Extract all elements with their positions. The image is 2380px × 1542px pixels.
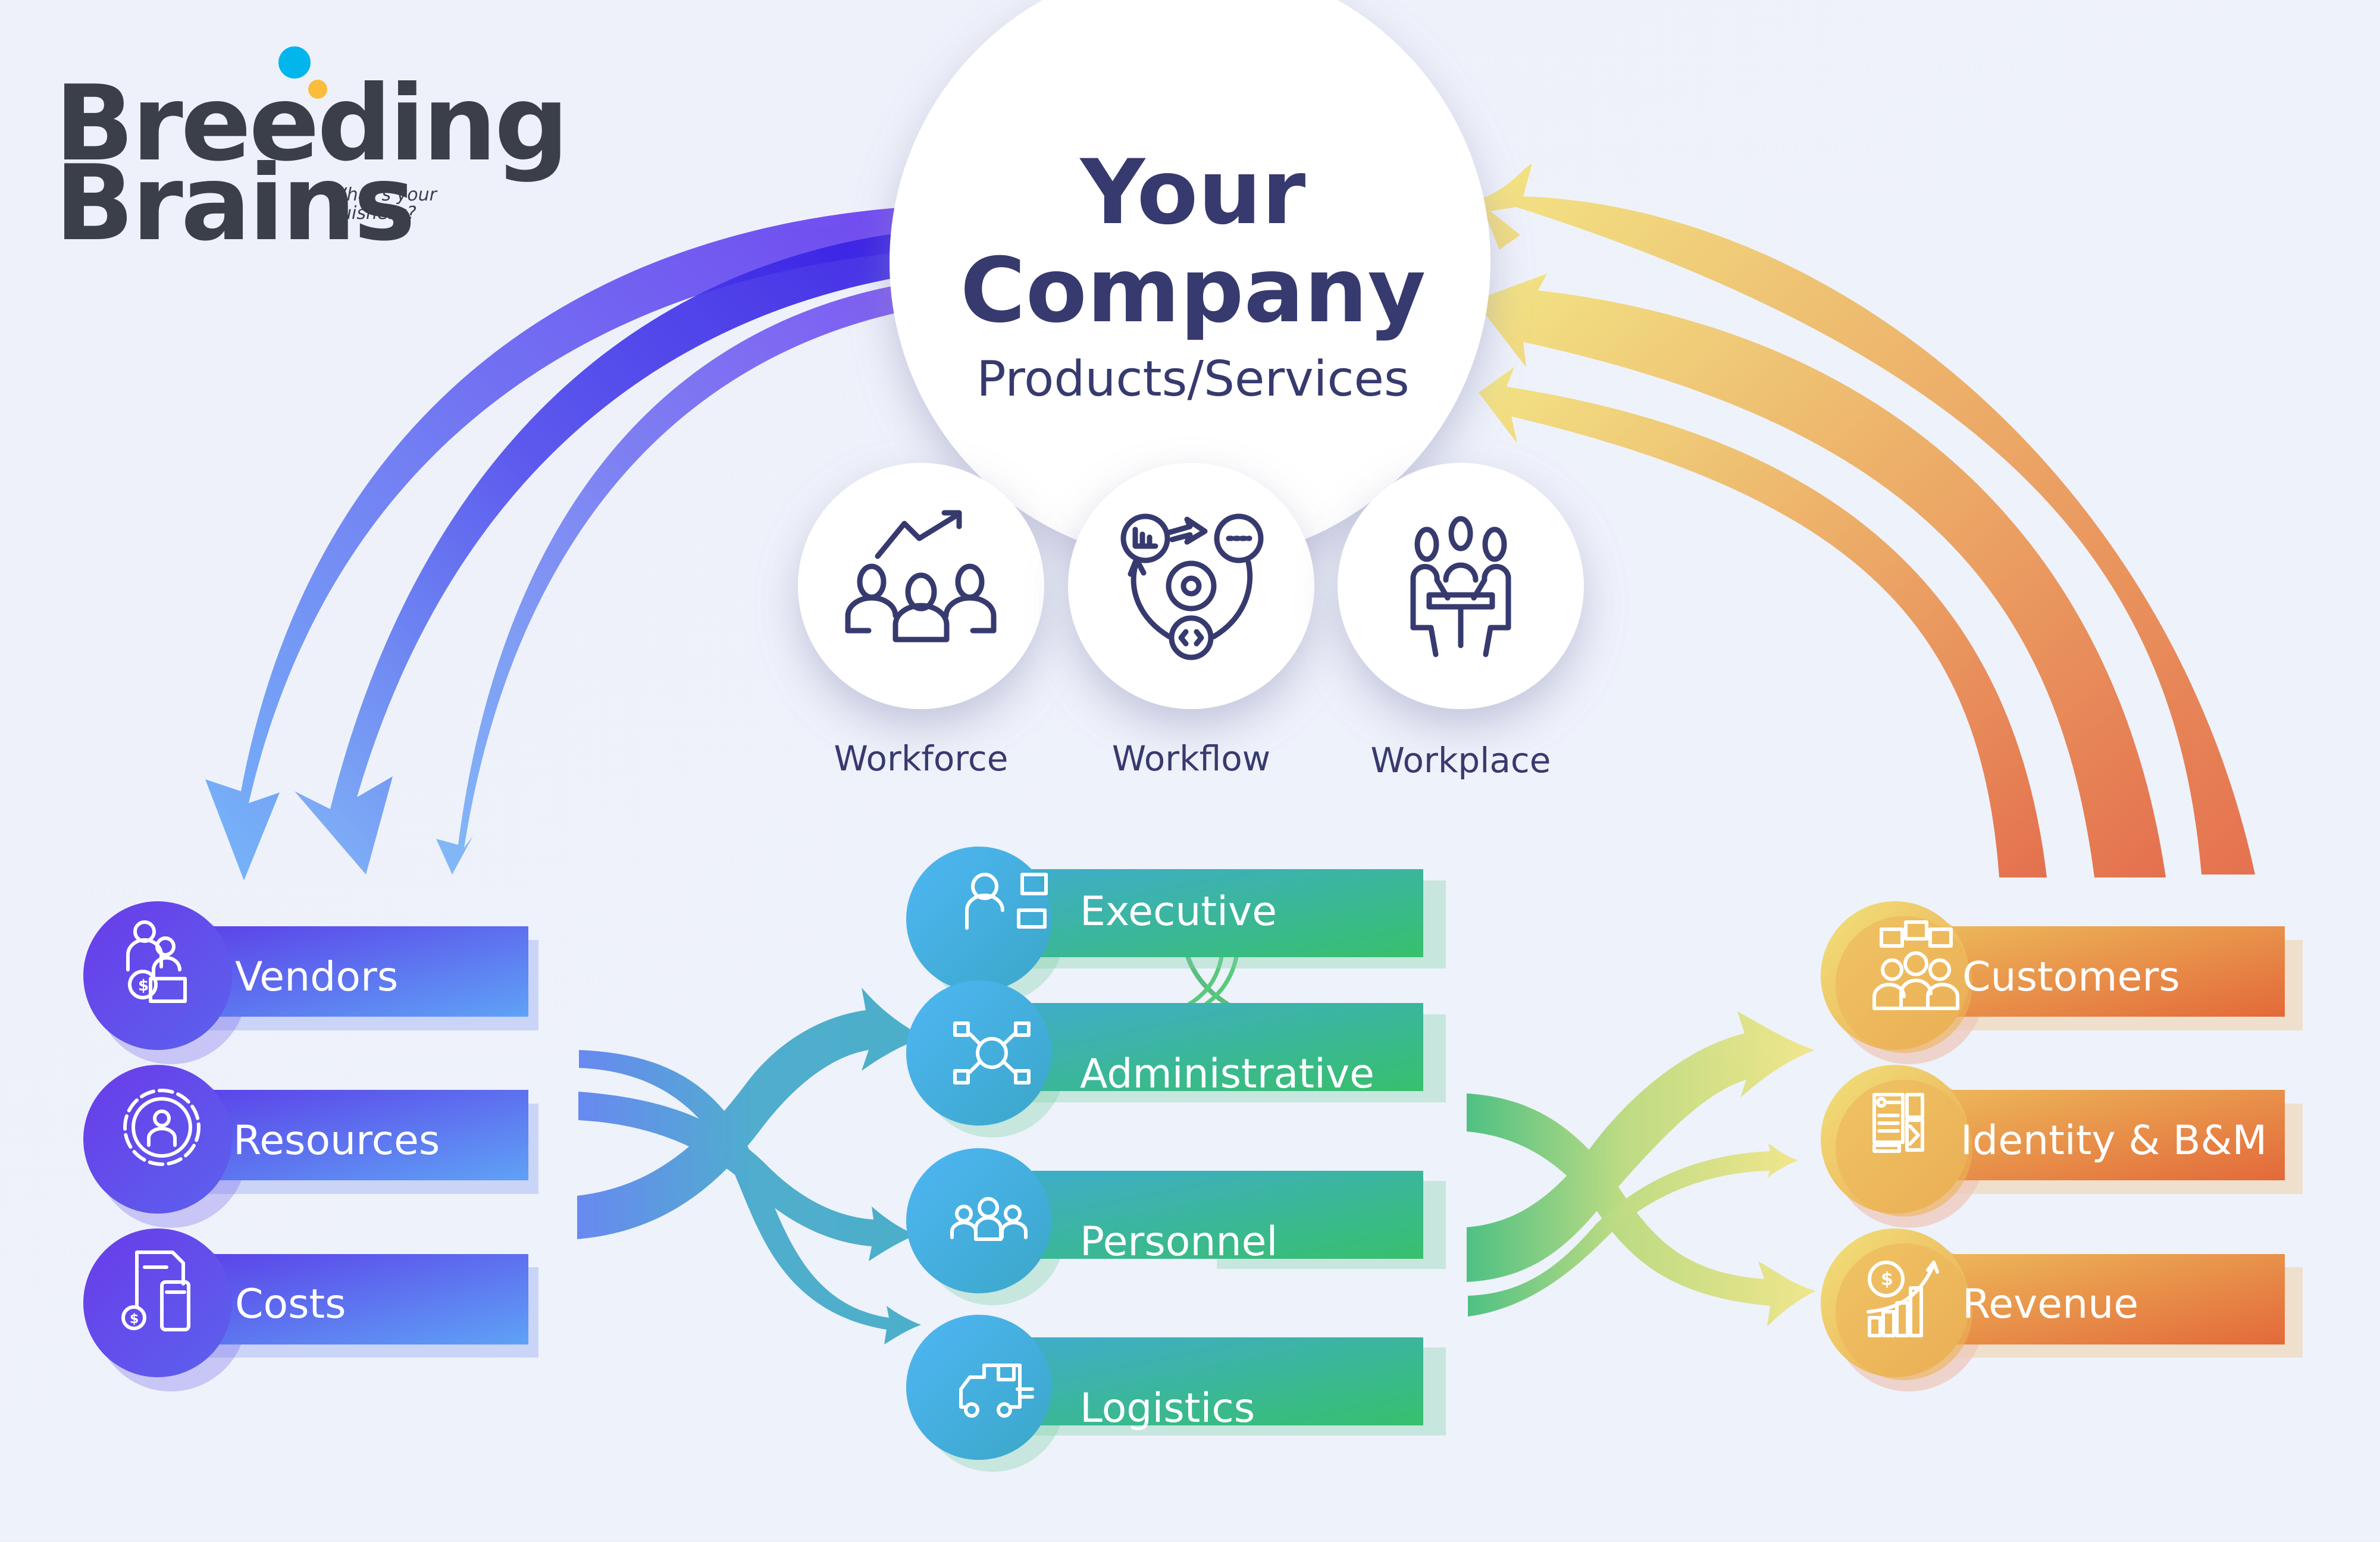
operation-box-administrative[interactable]: Administrative (906, 980, 1446, 1137)
output-label-customers: Customers (1962, 954, 2180, 1001)
operation-label-executive: Executive (1080, 888, 1277, 935)
people-group-icon (950, 1197, 1028, 1241)
logo-dot-yellow (308, 80, 327, 99)
box-circle (83, 1065, 232, 1214)
admin-network-icon (953, 1021, 1031, 1085)
inputs-to-operations-arrows (577, 988, 925, 1344)
input-box-vendors[interactable]: $ Vendors (83, 901, 538, 1064)
hero-subtitle: Products/Services (976, 351, 1409, 408)
operation-label-logistics: Logistics (1080, 1385, 1255, 1432)
svg-text:$: $ (1881, 1269, 1893, 1290)
arc-arrow-right-3 (1479, 367, 2047, 877)
arc-arrow-right-2 (1474, 274, 2166, 877)
pillar-label-workflow: Workflow (1112, 738, 1270, 779)
operation-box-executive[interactable]: Executive (906, 847, 1446, 1004)
box-bar (1000, 1171, 1423, 1259)
hero-title-line2: Company (960, 239, 1426, 343)
box-circle-inner (1836, 1243, 1972, 1380)
swap-arrow-up-1 (1186, 948, 1225, 1008)
logo-tagline-line2: buisness? (329, 203, 416, 224)
company-hub (890, 0, 1490, 562)
customers-hearts-icon (1872, 920, 1959, 1010)
box-circle (906, 1315, 1051, 1460)
arc-arrow-inner (436, 280, 931, 875)
box-bar (178, 1090, 528, 1180)
output-box-identity[interactable]: Identity & B&M (1821, 1065, 2303, 1228)
flow-arrow-to-customers (1467, 1011, 1815, 1282)
box-bar (1000, 1337, 1423, 1425)
box-bar (1922, 1254, 2285, 1344)
logo-dot-blue (278, 46, 311, 79)
pillar-circle (1338, 463, 1584, 709)
flow-arrow-to-identity (1468, 1143, 1798, 1317)
outputs-feedback-arrows (1473, 164, 2255, 877)
flow-arrow-to-executive (577, 988, 925, 1239)
revenue-chart-icon: $ (1867, 1261, 1939, 1337)
box-bar (1922, 926, 2285, 1017)
box-bar (178, 1254, 528, 1344)
pillar-circle (798, 463, 1044, 709)
pillar-workplace (1338, 463, 1584, 709)
output-box-customers[interactable]: Customers (1821, 901, 2303, 1064)
inputs-feedback-arrows (205, 205, 940, 880)
delivery-truck-icon (959, 1364, 1034, 1418)
logo-word-breeding: Breeding (55, 64, 566, 184)
hero-title-line1: Your (1079, 141, 1306, 245)
box-circle-inner (1836, 1080, 1972, 1217)
arc-arrow-outer (205, 205, 940, 880)
pillar-circle (1068, 463, 1314, 709)
brand-identity-icon (1872, 1093, 1924, 1153)
pillar-workforce (798, 463, 1044, 709)
output-label-revenue: Revenue (1962, 1281, 2138, 1328)
box-circle (906, 847, 1051, 992)
box-bar (1000, 869, 1423, 957)
output-label-identity: Identity & B&M (1961, 1117, 2267, 1164)
box-bar (178, 926, 528, 1017)
flow-arrow-to-logistics (579, 1050, 921, 1344)
box-circle (83, 1228, 232, 1377)
company-circle (890, 0, 1490, 562)
gear-person-icon (123, 1089, 201, 1166)
operation-label-personnel: Personnel (1080, 1218, 1277, 1265)
box-bar (1000, 1003, 1423, 1091)
svg-text:$: $ (138, 977, 149, 995)
brand-logo: Breeding Brains What’s your buisness? (55, 46, 569, 264)
output-box-revenue[interactable]: $ Revenue (1821, 1228, 2303, 1391)
workflow-cycle-icon (1120, 513, 1264, 660)
vendor-handshake-icon: $ (126, 920, 187, 1003)
pillar-label-workplace: Workplace (1371, 740, 1551, 781)
box-bar (1922, 1090, 2285, 1180)
input-box-costs[interactable]: $ Costs (83, 1228, 538, 1391)
pillar-label-workforce: Workforce (834, 738, 1009, 779)
logo-tagline-line1: What’s your (329, 184, 438, 205)
pillar-workflow (1068, 463, 1314, 709)
box-circle (83, 901, 232, 1050)
operations-to-outputs-arrows (1467, 1011, 1816, 1327)
team-growth-icon (845, 510, 997, 642)
input-label-costs: Costs (235, 1281, 346, 1328)
executive-dashboard-icon (965, 873, 1048, 930)
flow-arrow-to-revenue (1467, 1093, 1816, 1327)
input-label-resources: Resources (233, 1117, 440, 1164)
logo-word-brains: Brains (55, 143, 414, 264)
svg-text:$: $ (130, 1312, 139, 1327)
arc-arrow-middle (295, 229, 934, 875)
meeting-table-icon (1410, 516, 1511, 657)
input-box-resources[interactable]: Resources (83, 1065, 538, 1228)
input-label-vendors: Vendors (235, 954, 398, 1001)
operation-box-logistics[interactable]: Logistics (906, 1315, 1446, 1472)
operation-label-administrative: Administrative (1080, 1051, 1374, 1098)
calculator-invoice-icon: $ (121, 1250, 190, 1331)
operation-box-personnel[interactable]: Personnel (906, 1148, 1446, 1305)
